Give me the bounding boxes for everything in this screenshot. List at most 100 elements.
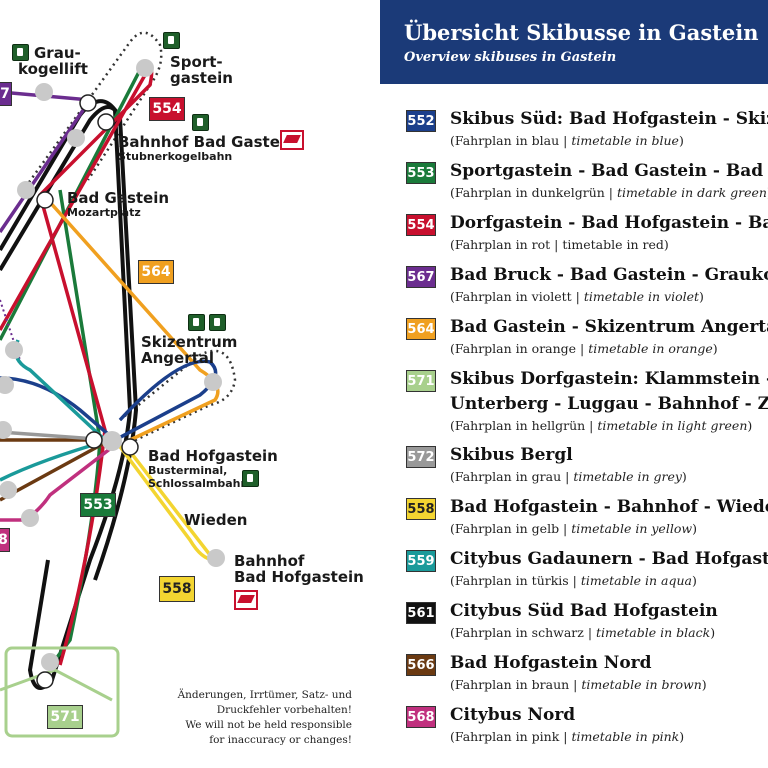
- route-name: Skibus Bergl: [450, 445, 573, 465]
- stop-label-bad-gastein: Bad Gastein Mozartplatz: [67, 189, 170, 219]
- route-badge: 558: [406, 498, 436, 520]
- route-badge: 566: [406, 654, 436, 676]
- stop-bg-2: [17, 181, 35, 199]
- stop-label-wieden: Wieden: [184, 511, 248, 529]
- header-banner: Übersicht Skibusse in Gastein Overview s…: [380, 0, 768, 84]
- route-timetable-note: (Fahrplan in grau | timetable in grey): [450, 469, 687, 484]
- route-name: Skibus Dorfgastein: Klammstein - Mai: [450, 369, 768, 389]
- stop-bh-5: [21, 509, 39, 527]
- bahnhof-bg-train-icon: [280, 130, 304, 150]
- timetable-note-end: ): [679, 729, 685, 744]
- route-timetable-note: (Fahrplan in orange | timetable in orang…: [450, 341, 718, 356]
- route-map-lines: [0, 31, 237, 738]
- stop-angertal: [204, 373, 222, 391]
- route-timetable-note: (Fahrplan in blau | timetable in blue): [450, 133, 684, 148]
- timetable-note-en: timetable in violet: [583, 289, 700, 304]
- timetable-note-de: (Fahrplan in hellgrün |: [450, 418, 598, 433]
- route-name: Bad Gastein - Skizentrum Angertal: [450, 317, 768, 337]
- stop-bh-2: [0, 376, 14, 394]
- route-name: Bad Bruck - Bad Gastein - Graukogel - K: [450, 265, 768, 285]
- bahnhof-bh-train-icon: [234, 590, 258, 610]
- stop-label-bad-hofgastein: Bad Hofgastein Busterminal, Schlossalmba…: [148, 447, 278, 490]
- timetable-note-end: ): [767, 185, 768, 200]
- route-badge: 559: [406, 550, 436, 572]
- timetable-note-de: (Fahrplan in violett |: [450, 289, 584, 304]
- disclaimer: Änderungen, Irrtümer, Satz- und Druckfeh…: [177, 689, 352, 746]
- route-571-box: [4, 646, 120, 738]
- route-map: Grau- kogellift Sport- gastein Bahnhof B…: [0, 0, 380, 768]
- timetable-note-de: (Fahrplan in schwarz |: [450, 625, 597, 640]
- timetable-note-de: (Fahrplan in pink |: [450, 729, 572, 744]
- route-timetable-note: (Fahrplan in dunkelgrün | timetable in d…: [450, 185, 768, 200]
- route-timetable-note: (Fahrplan in rot | timetable in red): [450, 237, 669, 252]
- timetable-note-de: (Fahrplan in braun |: [450, 677, 582, 692]
- route-dotted-sportgastein: [20, 31, 163, 193]
- timetable-note-en: timetable in yellow: [571, 521, 693, 536]
- stop-bh-6: [102, 431, 122, 451]
- route-name: Citybus Nord: [450, 705, 576, 725]
- junction-markers: [36, 94, 139, 689]
- timetable-note-de: (Fahrplan in dunkelgrün |: [450, 185, 617, 200]
- sportgastein-lift-icon: [163, 32, 180, 49]
- stop-label-graukogel: Grau- kogellift: [18, 44, 88, 78]
- stop-bh-4: [0, 481, 17, 499]
- angertal-gondola-icon: [188, 314, 205, 331]
- timetable-note-de: (Fahrplan in türkis |: [450, 573, 581, 588]
- timetable-note-end: ): [710, 625, 716, 640]
- route-dotted-angertal: [119, 349, 237, 447]
- route-badge: 568: [406, 706, 436, 728]
- route-561-line-b: [0, 105, 139, 581]
- stop-graukogel: [35, 83, 53, 101]
- stop-markers: [0, 59, 225, 671]
- timetable-note-end: ): [692, 521, 697, 536]
- timetable-note-en: timetable in aqua: [580, 573, 692, 588]
- timetable-note-en: timetable in dark green: [617, 185, 767, 200]
- timetable-note-de: (Fahrplan in rot | timetable in red): [450, 237, 669, 252]
- timetable-note-en: timetable in pink: [571, 729, 680, 744]
- stop-sportgastein: [136, 59, 154, 77]
- route-561-line: [0, 99, 133, 690]
- page-title: Übersicht Skibusse in Gastein: [404, 20, 759, 45]
- graukogel-lift-icon: [12, 44, 29, 61]
- route-timetable-note: (Fahrplan in schwarz | timetable in blac…: [450, 625, 715, 640]
- map-badge-567: 7: [0, 82, 12, 106]
- stop-label-bahnhof-bg: Bahnhof Bad Gastein Stubnerkogelbahn: [118, 133, 296, 163]
- timetable-note-end: ): [699, 289, 704, 304]
- route-badge: 567: [406, 266, 436, 288]
- stop-dorfgastein: [41, 653, 59, 671]
- route-badge: 552: [406, 110, 436, 132]
- route-badge: 564: [406, 318, 436, 340]
- timetable-note-en: timetable in light green: [597, 418, 748, 433]
- timetable-note-en: timetable in brown: [581, 677, 702, 692]
- route-name: Bad Hofgastein Nord: [450, 653, 652, 673]
- route-timetable-note: (Fahrplan in pink | timetable in pink): [450, 729, 684, 744]
- stop-bahnhof-bg: [67, 129, 85, 147]
- stop-bh-1: [5, 341, 23, 359]
- map-badge-564: 564: [138, 260, 174, 284]
- timetable-note-end: ): [712, 341, 718, 356]
- timetable-note-end: ): [678, 133, 684, 148]
- route-571-line: [0, 668, 113, 702]
- route-badge: 553: [406, 162, 436, 184]
- route-name: Sportgastein - Bad Gastein - Bad Hofgast…: [450, 161, 768, 181]
- timetable-note-de: (Fahrplan in grau |: [450, 469, 574, 484]
- route-name: Dorfgastein - Bad Hofgastein - Bad Gaste…: [450, 213, 768, 233]
- map-badge-553: 553: [80, 493, 116, 517]
- page-subtitle: Overview skibuses in Gastein: [404, 50, 617, 65]
- route-567-dotted: [0, 299, 21, 361]
- timetable-note-end: ): [747, 418, 753, 433]
- stop-label-angertal: Skizentrum Angertal: [141, 333, 238, 367]
- map-badge-571: 571: [47, 705, 83, 729]
- bad-hofgastein-lift-icon: [242, 470, 259, 487]
- route-badge: 571: [406, 370, 436, 392]
- timetable-note-de: (Fahrplan in orange |: [450, 341, 589, 356]
- route-badge: 561: [406, 602, 436, 624]
- bahnhof-bg-lift-icon: [192, 114, 209, 131]
- route-name: Bad Hofgastein - Bahnhof - Wieden - Schl…: [450, 497, 768, 517]
- stop-label-bahnhof-bh: Bahnhof Bad Hofgastein: [234, 552, 364, 586]
- map-badge-554: 554: [149, 97, 185, 121]
- timetable-note-end: ): [701, 677, 707, 692]
- route-timetable-note: (Fahrplan in hellgrün | timetable in lig…: [450, 418, 752, 433]
- timetable-note-en: timetable in black: [596, 625, 711, 640]
- map-badge-568: 8: [0, 528, 10, 552]
